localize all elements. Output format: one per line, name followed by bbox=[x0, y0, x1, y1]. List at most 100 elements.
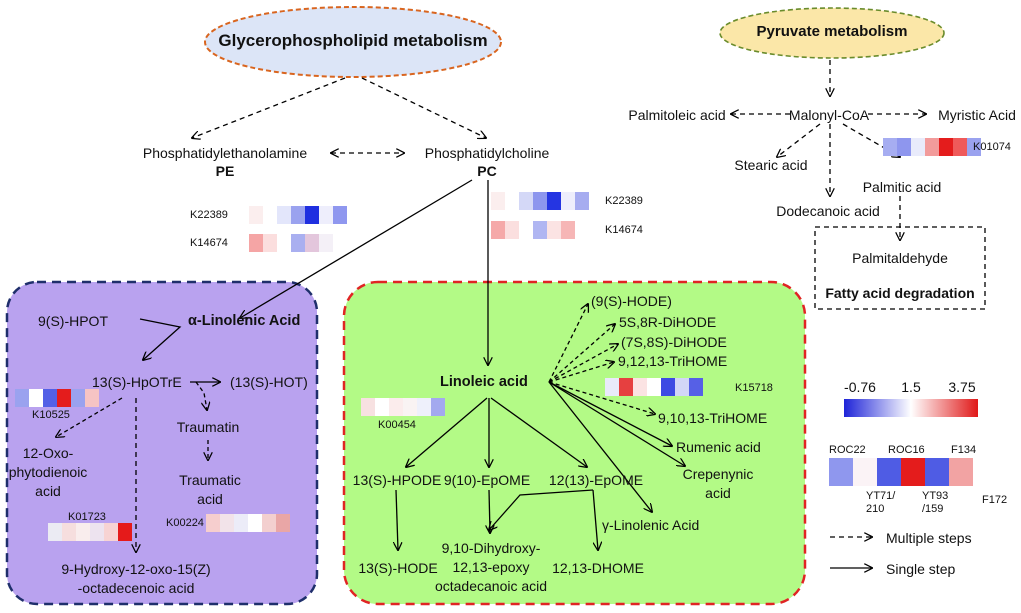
legend-sample-cell bbox=[925, 458, 949, 486]
edge-linoleic-crepenynic bbox=[548, 381, 685, 466]
heatmap-cell bbox=[547, 192, 561, 210]
legend-max: 3.75 bbox=[948, 379, 976, 395]
heatmap-k15718 bbox=[605, 378, 703, 396]
node-dihydroxy-2: 12,13-epoxy bbox=[452, 559, 530, 575]
legend-multiple-steps: Multiple steps bbox=[886, 530, 972, 546]
pe-abbr: PE bbox=[215, 163, 235, 179]
node-7s8s-dihode: (7S,8S)-DiHODE bbox=[621, 334, 727, 350]
heatmap-cell bbox=[491, 221, 505, 239]
heatmap-cell bbox=[633, 378, 647, 396]
heatmap-k00224 bbox=[206, 514, 290, 532]
heatmap-cell bbox=[277, 206, 291, 224]
legend-sample-cell bbox=[853, 458, 877, 486]
glycerophospholipid-title: Glycerophospholipid metabolism bbox=[218, 31, 488, 50]
heatmap-cell bbox=[505, 221, 519, 239]
heatmap-k01723 bbox=[48, 523, 132, 541]
legend-sample-top-2: ROC16 bbox=[888, 444, 925, 456]
heatmap-cell bbox=[104, 523, 118, 541]
palmitoleic-acid: Palmitoleic acid bbox=[628, 107, 726, 123]
edge-glycero-pc bbox=[361, 77, 486, 138]
node-9-10-13-trihome: 9,10,13-TriHOME bbox=[658, 410, 768, 426]
heatmap-k22389-pe bbox=[249, 206, 347, 224]
legend-sample-cell bbox=[877, 458, 901, 486]
heatmap-cell bbox=[333, 206, 347, 224]
legend-gradient bbox=[844, 399, 978, 417]
node-dihydroxy-3: octadecanoic acid bbox=[434, 578, 548, 594]
heatmap-k14674-pc bbox=[491, 221, 589, 239]
node-crepenynic-2: acid bbox=[705, 485, 731, 501]
legend-sample-top-3: F134 bbox=[951, 444, 977, 456]
gene-k01723: K01723 bbox=[68, 511, 106, 523]
heatmap-cell bbox=[897, 138, 911, 156]
node-9s-hode: (9(S)-HODE) bbox=[591, 293, 672, 309]
heatmap-cell bbox=[291, 234, 305, 252]
node-9-12-13-trihome: 9,12,13-TriHOME bbox=[618, 353, 728, 369]
gene-k15718: K15718 bbox=[735, 382, 773, 394]
node-5s8r-dihode: 5S,8R-DiHODE bbox=[619, 314, 717, 330]
edge-hpotre-oxo bbox=[56, 397, 123, 437]
node-12-13-epome: 12(13)-EpOME bbox=[548, 472, 644, 488]
heatmap-cell bbox=[689, 378, 703, 396]
heatmap-cell bbox=[533, 192, 547, 210]
edge-hpode-hode bbox=[396, 489, 398, 550]
node-12-13-dhome: 12,13-DHOME bbox=[552, 560, 644, 576]
heatmap-cell bbox=[389, 398, 403, 416]
heatmap-cell bbox=[619, 378, 633, 396]
edge-glycero-pe bbox=[192, 77, 346, 138]
heatmap-cell bbox=[249, 206, 263, 224]
heatmap-cell bbox=[939, 138, 953, 156]
heatmap-cell bbox=[519, 221, 533, 239]
dodecanoic-acid: Dodecanoic acid bbox=[776, 203, 880, 219]
heatmap-cell bbox=[57, 389, 71, 407]
heatmap-cell bbox=[491, 192, 505, 210]
heatmap-cell bbox=[333, 234, 347, 252]
gene-k22389-pc: K22389 bbox=[605, 195, 643, 207]
heatmap-cell bbox=[967, 138, 981, 156]
heatmap-cell bbox=[305, 234, 319, 252]
heatmap-cell bbox=[29, 389, 43, 407]
heatmap-cell bbox=[561, 192, 575, 210]
heatmap-k10525 bbox=[15, 389, 99, 407]
heatmap-cell bbox=[319, 234, 333, 252]
edge-epome1213-dhome bbox=[592, 489, 598, 550]
heatmap-k01074 bbox=[883, 138, 981, 156]
edge-pc-alinolenic bbox=[240, 179, 473, 318]
heatmap-cell bbox=[505, 192, 519, 210]
heatmap-cell bbox=[953, 138, 967, 156]
edge-linoleic-epome1213 bbox=[490, 397, 587, 467]
heatmap-k22389-pc bbox=[491, 192, 589, 210]
glycerophospholipid-ellipse bbox=[204, 6, 502, 78]
node-traumatin: Traumatin bbox=[176, 419, 240, 435]
gene-k14674-pe: K14674 bbox=[190, 237, 228, 249]
heatmap-cell bbox=[85, 389, 99, 407]
heatmap-cell bbox=[248, 514, 262, 532]
gene-k00454: K00454 bbox=[378, 419, 416, 431]
node-13s-hpode: 13(S)-HPODE bbox=[352, 472, 442, 488]
node-linoleic-acid: Linoleic acid bbox=[440, 374, 528, 390]
heatmap-cell bbox=[291, 206, 305, 224]
node-12-oxo-3: acid bbox=[35, 483, 61, 499]
heatmap-cell bbox=[76, 523, 90, 541]
edge-linoleic-hpode bbox=[406, 397, 488, 467]
pc-abbr: PC bbox=[477, 163, 497, 179]
node-gamma-linolenic-acid: γ-Linolenic Acid bbox=[602, 517, 700, 533]
edge-linoleic-dihode78 bbox=[548, 344, 618, 383]
edge-malonyl-stearic bbox=[777, 123, 821, 157]
heatmap-cell bbox=[417, 398, 431, 416]
heatmap-cell bbox=[533, 221, 547, 239]
node-12-oxo-2: phytodienoic bbox=[8, 464, 88, 480]
edge-linoleic-trihome910 bbox=[548, 381, 655, 414]
pyruvate-ellipse bbox=[719, 7, 945, 59]
heatmap-cell bbox=[263, 234, 277, 252]
legend-sample-bottom-2b: /159 bbox=[922, 503, 944, 515]
heatmap-cell bbox=[276, 514, 290, 532]
alpha-linolenic-box bbox=[5, 280, 319, 606]
heatmap-k00454 bbox=[361, 398, 445, 416]
heatmap-cell bbox=[547, 221, 561, 239]
heatmap-cell bbox=[249, 234, 263, 252]
heatmap-cell bbox=[277, 234, 291, 252]
gene-k10525: K10525 bbox=[32, 409, 70, 421]
heatmap-cell bbox=[305, 206, 319, 224]
stearic-acid: Stearic acid bbox=[734, 157, 808, 173]
pyruvate-title: Pyruvate metabolism bbox=[756, 23, 908, 40]
